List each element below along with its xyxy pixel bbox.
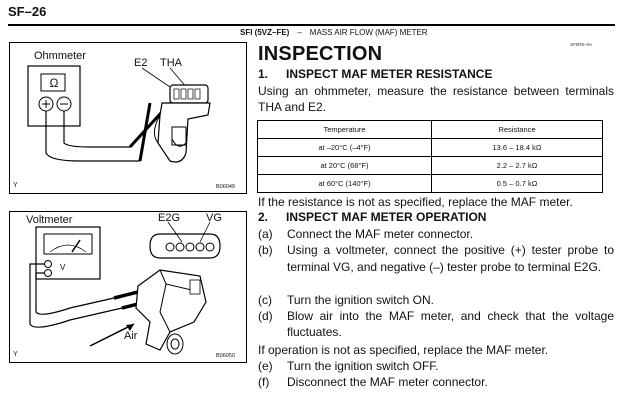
table-cell: at –20°C (–4°F) [257, 138, 432, 157]
header-rule [8, 24, 615, 26]
figure-id: B06049 [216, 184, 235, 190]
volt-unit-label: V [60, 263, 66, 272]
list-item: (d) Blow air into the MAF meter, and che… [258, 308, 614, 340]
list-item-text: Using a voltmeter, connect the positive … [287, 243, 614, 274]
step1-title-text: INSPECT MAF METER RESISTANCE [286, 67, 493, 81]
figure-corner-mark: Y [13, 351, 18, 358]
maf-meter-sensor [154, 84, 211, 163]
table-header-row: Temperature Resistance [257, 120, 603, 139]
terminal-e2g-label: E2G [158, 212, 181, 224]
table-cell: 0.5 – 0.7 kΩ [431, 174, 603, 193]
voltmeter-dial [43, 233, 93, 255]
list-item: (a) Connect the MAF meter connector. [258, 226, 614, 242]
table-cell: 13.6 – 18.4 kΩ [431, 138, 603, 157]
figure-corner-mark: Y [13, 182, 18, 189]
maf-meter-assembly [135, 269, 207, 355]
figure-ohmmeter: Ohmmeter Ω E2 THA Y B06049 [9, 42, 247, 194]
header-topic: MASS AIR FLOW (MAF) METER [309, 28, 428, 37]
step1-title: 1. INSPECT MAF METER RESISTANCE [258, 67, 492, 81]
lead-wire-positive [29, 263, 123, 328]
list-item: (e) Turn the ignition switch OFF. [258, 358, 614, 374]
section-heading: INSPECTION [258, 43, 383, 65]
terminal-tha-label: THA [160, 57, 182, 69]
ohm-symbol: Ω [49, 76, 59, 90]
header-separator: – [297, 28, 302, 37]
ohmmeter-display [40, 73, 66, 92]
table-cell: 2.2 – 2.7 kΩ [431, 156, 603, 175]
list-item-text: Disconnect the MAF meter connector. [287, 375, 488, 389]
list-item-label: (f) [258, 375, 270, 389]
air-label: Air [124, 330, 138, 342]
running-header: SFI (5VZ–FE)–MASS AIR FLOW (MAF) METER [240, 28, 428, 37]
step1-instruction: Using an ohmmeter, measure the resistanc… [258, 84, 614, 114]
ohmmeter-label: Ohmmeter [34, 50, 86, 62]
voltmeter-label: Voltmeter [26, 214, 73, 226]
list-item-text: Turn the ignition switch ON. [287, 293, 434, 307]
step2-title-text: INSPECT MAF METER OPERATION [286, 210, 487, 224]
lead-wire-negative [35, 272, 115, 315]
list-item: (c) Turn the ignition switch ON. [258, 292, 614, 308]
connector-face [149, 233, 221, 259]
probe-negative [113, 290, 139, 300]
table-row: at 60°C (140°F) 0.5 – 0.7 kΩ [257, 174, 603, 193]
step2-number: 2. [258, 210, 269, 224]
ohmmeter-diagram [27, 65, 211, 163]
lead-wire-2 [63, 111, 130, 148]
list-item-text: Connect the MAF meter connector. [287, 227, 474, 241]
table-cell: at 20°C (68°F) [257, 156, 432, 175]
list-item-text: Blow air into the MAF meter, and check t… [287, 309, 614, 339]
list-item-label: (c) [258, 293, 272, 307]
step1-note: If the resistance is not as specified, r… [258, 195, 573, 209]
step2-title: 2. INSPECT MAF METER OPERATION [258, 210, 486, 224]
list-item-label: (b) [258, 243, 273, 257]
table-row: at 20°C (68°F) 2.2 – 2.7 kΩ [257, 156, 603, 175]
list-item-label: (a) [258, 227, 273, 241]
step2-note: If operation is not as specified, replac… [258, 343, 549, 357]
figure-voltmeter: Voltmeter V E2G VG Air Y B06050 [9, 211, 247, 363]
air-arrow [89, 323, 135, 347]
table-cell: at 60°C (140°F) [257, 174, 432, 193]
figure-id: B06050 [216, 353, 235, 359]
table-header-resistance: Resistance [431, 120, 603, 139]
terminal-e2-label: E2 [134, 57, 148, 69]
list-item: (f) Disconnect the MAF meter connector. [258, 374, 614, 390]
list-item-label: (e) [258, 359, 273, 373]
voltmeter-diagram [29, 221, 221, 355]
table-row: at –20°C (–4°F) 13.6 – 18.4 kΩ [257, 138, 603, 157]
page-number: SF–26 [8, 4, 47, 19]
list-item-text: Turn the ignition switch OFF. [287, 359, 439, 373]
table-header-temperature: Temperature [257, 120, 432, 139]
terminal-vg-label: VG [206, 212, 222, 224]
resistance-table: Temperature Resistance at –20°C (–4°F) 1… [257, 120, 603, 193]
list-item: (b) Using a voltmeter, connect the posit… [258, 242, 614, 276]
step1-number: 1. [258, 67, 269, 81]
lead-wire-1 [45, 111, 140, 162]
header-section: SFI (5VZ–FE) [240, 28, 290, 37]
list-item-label: (d) [258, 309, 273, 323]
reference-code: SF0R9–0A [570, 42, 593, 47]
